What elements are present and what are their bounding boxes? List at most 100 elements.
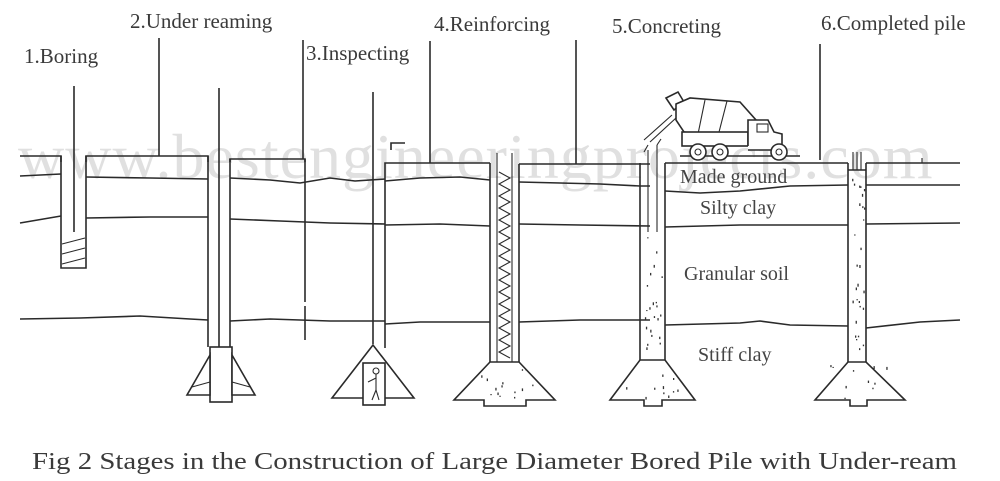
soil-label-granular-soil: Granular soil xyxy=(684,263,789,285)
stage-label-inspecting: 3.Inspecting xyxy=(306,41,410,65)
concrete-speckle-dot xyxy=(490,394,492,396)
concrete-speckle-dot xyxy=(852,370,855,372)
concrete-speckle-dot xyxy=(661,276,663,278)
concrete-speckle-dot xyxy=(521,388,524,392)
concrete-speckle-dot xyxy=(645,396,647,400)
concrete-speckle-dot xyxy=(653,264,655,268)
concrete-speckle-dot xyxy=(495,387,497,391)
concrete-speckle-dot xyxy=(644,317,647,320)
concrete-speckle-dot xyxy=(853,183,856,186)
stage-label-completed-pile: 6.Completed pile xyxy=(821,11,966,35)
concrete-speckle-dot xyxy=(863,219,865,221)
concrete-speckle-dot xyxy=(855,287,857,291)
concrete-bell-base xyxy=(813,361,907,407)
concrete-speckle xyxy=(830,178,888,400)
concrete-speckle-dot xyxy=(862,206,864,209)
concrete-speckle-dot xyxy=(860,247,862,251)
concrete-speckle xyxy=(626,237,679,400)
concrete-speckle-dot xyxy=(654,387,656,390)
concrete-speckle-dot xyxy=(647,237,649,239)
stage-5-concreting xyxy=(608,138,697,407)
stage-4-reinforcing xyxy=(452,153,557,407)
concrete-speckle-dot xyxy=(852,178,854,182)
concrete-speckle-dot xyxy=(649,307,651,310)
concrete-speckle-dot xyxy=(486,378,488,382)
concrete-speckle-dot xyxy=(673,378,675,380)
concrete-speckle-dot xyxy=(830,365,832,368)
concrete-speckle-dot xyxy=(662,374,664,377)
concrete-speckle-dot xyxy=(672,391,675,393)
soil-label-made-ground: Made ground xyxy=(680,166,787,188)
stage-label-boring: 1.Boring xyxy=(24,44,99,68)
concrete-speckle-dot xyxy=(844,397,846,400)
concrete-speckle-dot xyxy=(862,307,865,310)
concrete-speckle-dot xyxy=(873,366,875,369)
concrete-speckle-dot xyxy=(857,283,859,287)
concrete-speckle-dot xyxy=(650,272,652,276)
concrete-speckle-dot xyxy=(856,339,858,341)
concrete-speckle-dot xyxy=(653,316,656,318)
concrete-speckle-dot xyxy=(656,251,658,254)
stage-3-inspecting xyxy=(304,92,416,406)
stage-6-completed-pile xyxy=(813,152,923,407)
concrete-speckle-dot xyxy=(872,387,874,390)
leader-lines xyxy=(158,38,577,164)
concrete-speckle-dot xyxy=(859,305,861,308)
concrete-speckle-dot xyxy=(874,382,876,385)
concrete-speckle-dot xyxy=(859,185,861,188)
concrete-speckle xyxy=(481,369,534,399)
soil-label-silty-clay: Silty clay xyxy=(700,197,776,219)
concrete-mixer-truck-icon xyxy=(643,90,800,161)
concrete-speckle-dot xyxy=(863,189,866,192)
concrete-speckle-dot xyxy=(858,301,860,303)
concrete-speckle-dot xyxy=(668,395,670,398)
concrete-speckle-dot xyxy=(857,335,860,338)
stage-label-under-reaming: 2.Under reaming xyxy=(130,9,273,33)
stage-label-reinforcing: 4.Reinforcing xyxy=(434,12,551,36)
concrete-speckle-dot xyxy=(862,344,865,347)
made-ground-boundary xyxy=(19,173,960,194)
concrete-speckle-dot xyxy=(646,285,649,287)
concrete-speckle-dot xyxy=(499,395,501,397)
reinforcement-cage xyxy=(497,171,512,359)
concrete-speckle-dot xyxy=(832,366,834,368)
concrete-speckle-dot xyxy=(886,366,888,370)
concrete-speckle-dot xyxy=(859,203,861,206)
concrete-speckle-dot xyxy=(656,305,658,308)
under-reamer-wings xyxy=(185,352,257,396)
concrete-speckle-dot xyxy=(845,385,847,389)
concrete-speckle-dot xyxy=(864,207,866,210)
stage-label-concreting: 5.Concreting xyxy=(612,14,722,38)
concrete-speckle-dot xyxy=(532,384,534,387)
concrete-speckle-dot xyxy=(521,369,524,371)
concrete-speckle-dot xyxy=(646,310,648,312)
concrete-bell-base xyxy=(608,359,697,407)
concrete-speckle-dot xyxy=(663,392,665,395)
concrete-speckle-dot xyxy=(856,299,858,301)
concrete-speckle-dot xyxy=(855,320,857,324)
concrete-speckle-dot xyxy=(861,193,864,197)
concrete-speckle-dot xyxy=(855,335,857,338)
concrete-speckle-dot xyxy=(497,392,499,396)
concrete-speckle-dot xyxy=(854,234,856,236)
concrete-speckle-dot xyxy=(514,391,516,394)
concrete-speckle-dot xyxy=(852,300,854,304)
concrete-speckle-dot xyxy=(657,318,659,321)
concrete-speckle-dot xyxy=(856,264,858,267)
concrete-speckle-dot xyxy=(659,342,661,345)
concrete-speckle-dot xyxy=(514,396,516,399)
concrete-speckle-dot xyxy=(626,387,628,390)
stage-1-boring xyxy=(60,86,87,269)
concrete-speckle-dot xyxy=(863,290,865,294)
auger-icon xyxy=(61,237,86,265)
concrete-speckle-dot xyxy=(646,347,648,350)
soil-label-stiff-clay: Stiff clay xyxy=(698,344,772,366)
concrete-speckle-dot xyxy=(481,375,483,378)
concrete-speckle-dot xyxy=(860,186,862,188)
worker-icon xyxy=(367,367,380,401)
concrete-speckle-dot xyxy=(662,386,665,390)
concrete-speckle-dot xyxy=(501,385,503,388)
concrete-speckle-dot xyxy=(859,348,861,351)
concrete-speckle-dot xyxy=(660,314,662,317)
concrete-speckle-dot xyxy=(647,343,649,346)
